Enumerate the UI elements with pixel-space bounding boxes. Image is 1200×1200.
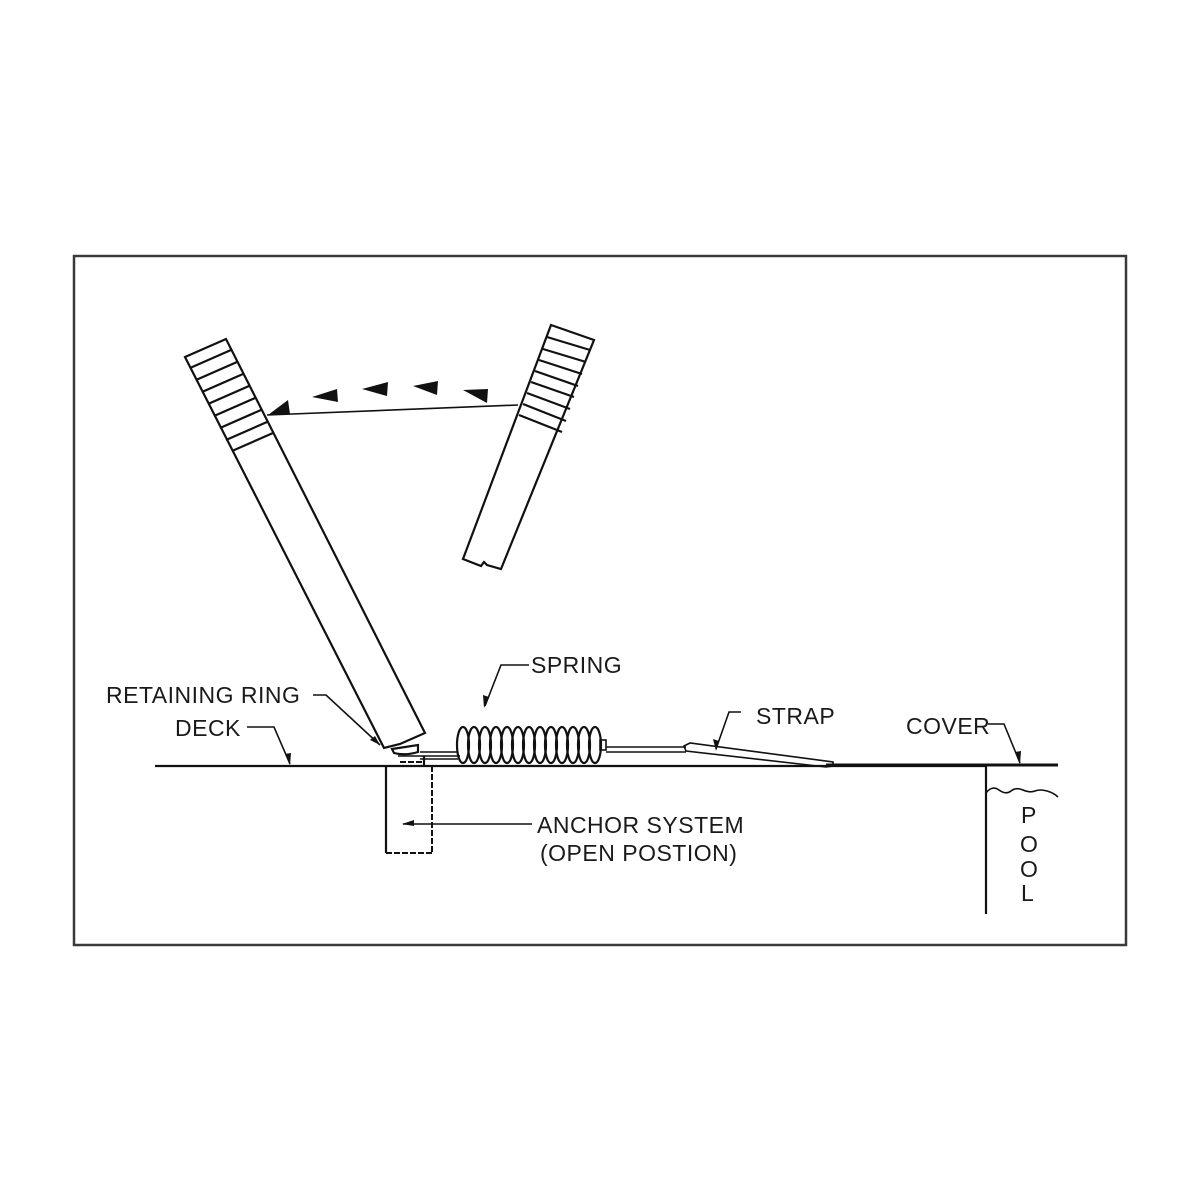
arrow-icon [413,381,438,395]
arrow-icon [362,382,388,396]
label-pool-letter: O [1020,831,1038,857]
diagram-frame [72,254,1128,947]
label-deck: DECK [175,715,241,741]
label-anchor-position: (OPEN POSTION) [540,840,737,866]
label-retaining-ring: RETAINING RING [106,682,300,708]
installation-rod-left [183,337,427,750]
arrow-icon [268,400,290,415]
label-spring: SPRING [531,652,622,678]
spring [420,725,607,765]
water-surface [985,787,1059,798]
label-pool-letter: O [1020,856,1038,882]
label-pool: P O O L [1020,802,1038,906]
installation-rod-right [461,323,596,571]
rod-grip-stripes [189,348,274,453]
label-anchor-system: ANCHOR SYSTEM [537,812,744,838]
anchor-system [384,756,433,854]
label-strap: STRAP [756,703,835,729]
label-pool-letter: L [1021,880,1034,906]
leader-lines [247,664,1021,826]
arrow-icon [312,389,338,402]
arrow-icon [463,389,488,403]
rod-grip-stripes-right [518,335,591,434]
strap [606,742,834,768]
motion-indicator [266,381,519,416]
label-pool-letter: P [1021,802,1036,828]
label-cover: COVER [906,713,990,739]
motion-line [266,404,519,416]
retaining-ring [390,743,460,757]
